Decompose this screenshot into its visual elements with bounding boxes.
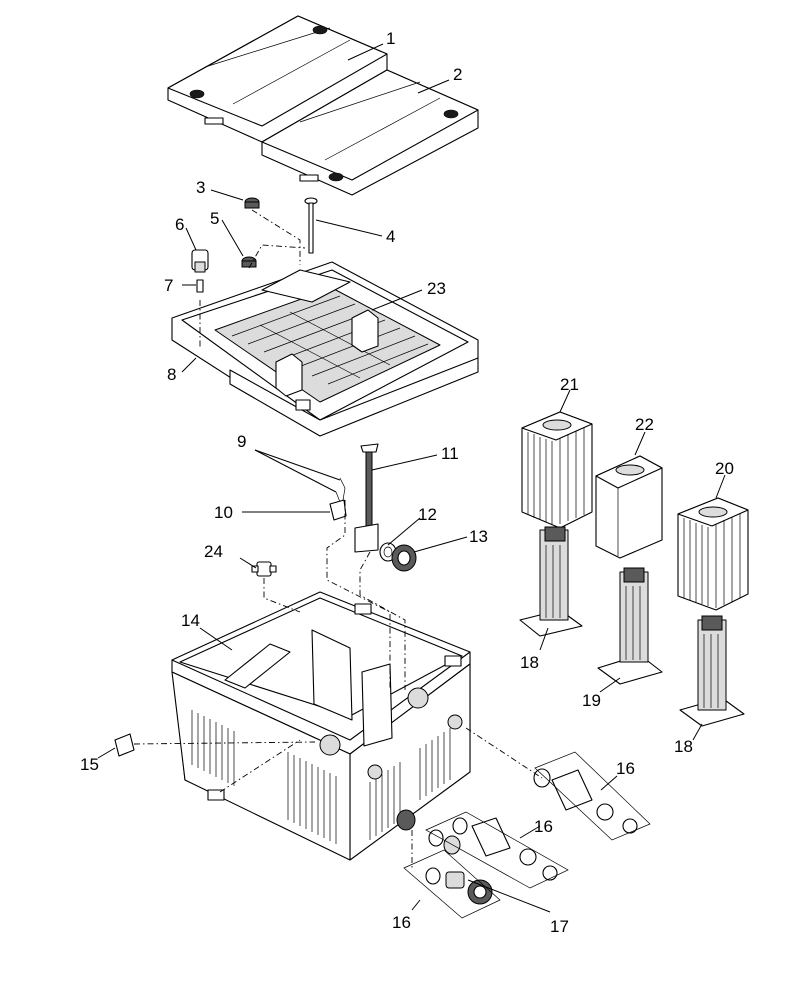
sponge-part-21: [521, 411, 593, 529]
cord-part-9: [335, 477, 346, 503]
label-22: 22: [635, 415, 654, 434]
label-11: 11: [441, 444, 459, 463]
label-19: 19: [582, 691, 601, 710]
tube-part-7: [196, 279, 204, 293]
label-7: 7: [164, 276, 173, 295]
label-16-lower: 16: [392, 913, 411, 932]
sensor-part-11: [354, 443, 379, 553]
valve-part-6: [191, 249, 209, 273]
label-18-right: 18: [674, 737, 693, 756]
label-9: 9: [237, 432, 246, 451]
filter-holder-part-18-right: [679, 615, 745, 727]
box-part-14: [171, 591, 471, 861]
label-18-left: 18: [520, 653, 539, 672]
label-15: 15: [80, 755, 99, 774]
label-6: 6: [175, 215, 184, 234]
label-24: 24: [204, 542, 223, 561]
cap-part-3: [244, 197, 260, 209]
label-14: 14: [181, 611, 200, 630]
clip-part-15: [114, 733, 225, 801]
label-23: 23: [427, 279, 446, 298]
label-16-middle: 16: [534, 817, 553, 836]
cap-part-5: [241, 256, 257, 268]
lid-part-1: [167, 15, 388, 143]
nut-part-13: [391, 544, 417, 572]
label-20: 20: [715, 459, 734, 478]
sponge-part-22: [595, 455, 663, 559]
label-10: 10: [214, 503, 233, 522]
label-21: 21: [560, 375, 579, 394]
pin-part-4: [304, 197, 318, 254]
group-brackets: [403, 751, 651, 919]
filter-holder-part-18-left: [519, 526, 583, 637]
part-labels: 1 2 3 4 5 6 7 8 23 9 11 10 12 13 24 14 1…: [80, 29, 734, 936]
hose-connector-group-16-lower: [425, 867, 493, 905]
tap-part-24: [251, 561, 277, 577]
label-16-upper: 16: [616, 759, 635, 778]
clip-part-10: [329, 499, 347, 521]
label-17: 17: [550, 917, 569, 936]
label-8: 8: [167, 365, 176, 384]
tray-part-23: [171, 261, 479, 437]
label-5: 5: [210, 209, 219, 228]
hose-connector-group-16-upper: [533, 768, 638, 834]
label-1: 1: [386, 29, 395, 48]
label-4: 4: [386, 227, 395, 246]
label-2: 2: [453, 65, 462, 84]
filter-holder-part-19: [597, 567, 663, 685]
leader-lines: [97, 43, 726, 913]
label-3: 3: [196, 178, 205, 197]
label-13: 13: [469, 527, 488, 546]
nut-part-17: [443, 835, 461, 855]
label-12: 12: [418, 505, 437, 524]
sponge-part-20: [677, 497, 749, 611]
lid-part-2: [261, 69, 479, 196]
assembly-guide-lines: [133, 209, 543, 870]
